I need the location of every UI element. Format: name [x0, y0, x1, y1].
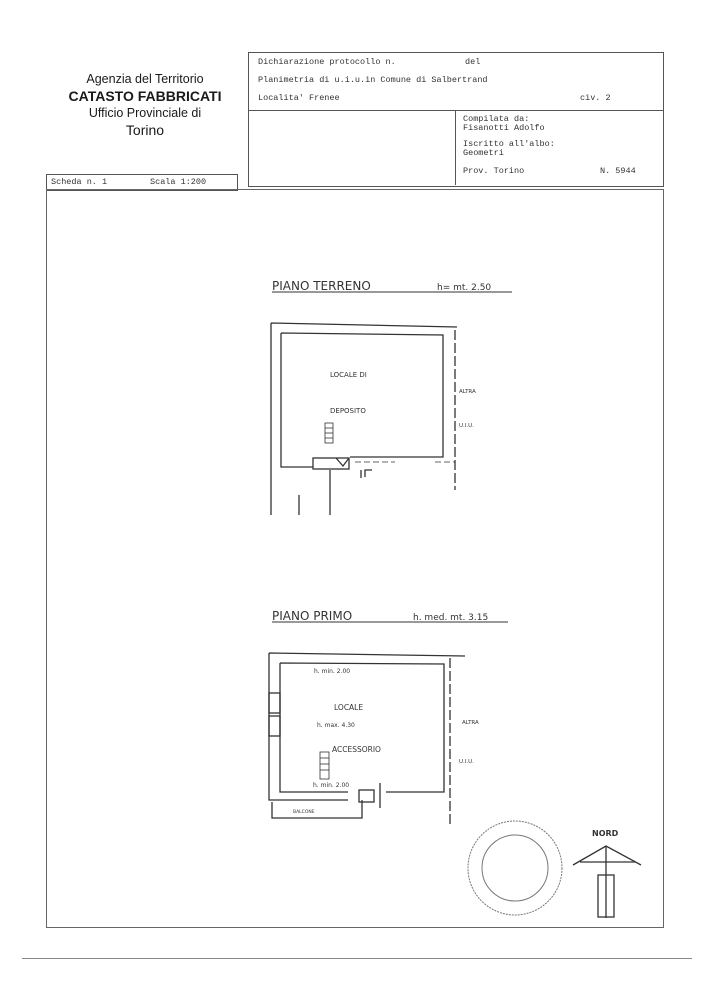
ground-floor-title: PIANO TERRENO — [272, 279, 371, 293]
form-vertical-divider — [455, 110, 456, 185]
office-city: Torino — [125, 122, 165, 138]
first-room-label-1: LOCALE — [334, 703, 363, 712]
compilata-name: Fisanotti Adolfo — [463, 123, 545, 133]
north-arrow-icon — [572, 845, 642, 918]
form-header-box — [248, 52, 664, 187]
drawing-frame — [46, 189, 664, 928]
first-hmin-bottom: h. min. 2.00 — [313, 782, 349, 789]
first-neighbor-label-2: U.I.U. — [459, 759, 474, 765]
first-hmax: h. max. 4.30 — [317, 722, 355, 729]
office-label: Ufficio Provinciale di — [88, 106, 202, 120]
prov-label: Prov. Torino — [463, 166, 525, 176]
balcony-label: BALCONE — [293, 809, 315, 815]
first-room-label-2: ACCESSORIO — [332, 745, 381, 754]
scala-label: Scala 1:200 — [150, 177, 207, 187]
agency-name: Agenzia del Territorio — [86, 72, 204, 86]
north-label: NORD — [592, 829, 619, 838]
first-floor-title: PIANO PRIMO — [272, 609, 352, 623]
planimetria-label: Planimetria di u.i.u.in Comune di Salber… — [258, 75, 488, 85]
ground-floor-height: h= mt. 2.50 — [437, 283, 491, 293]
bottom-line — [22, 958, 692, 959]
first-floor-plan — [268, 621, 508, 824]
scheda-box — [46, 174, 238, 191]
scheda-label: Scheda n. 1 — [51, 177, 108, 187]
localita-label: Localita' Frenee — [258, 93, 340, 103]
ground-neighbor-label-2: U.I.U. — [459, 423, 474, 429]
iscritto-value: Geometri — [463, 148, 504, 158]
ground-neighbor-label-1: ALTRA — [459, 389, 476, 395]
dichiarazione-label: Dichiarazione protocollo n. — [258, 57, 396, 67]
catasto-title: CATASTO FABBRICATI — [68, 88, 222, 104]
surveyor-stamp — [467, 820, 563, 916]
compilata-label: Compilata da: — [463, 114, 530, 124]
first-hmin-top: h. min. 2.00 — [314, 668, 350, 675]
civ-label: civ. 2 — [580, 93, 611, 103]
ground-room-label-1: LOCALE DI — [330, 371, 367, 379]
del-label: del — [465, 57, 481, 67]
iscritto-label: Iscritto all'albo: — [463, 139, 555, 149]
ground-floor-plan — [270, 291, 512, 515]
first-floor-height: h. med. mt. 3.15 — [413, 613, 488, 623]
numero-label: N. 5944 — [600, 166, 636, 176]
first-neighbor-label-1: ALTRA — [462, 720, 479, 726]
ground-room-label-2: DEPOSITO — [330, 407, 366, 415]
